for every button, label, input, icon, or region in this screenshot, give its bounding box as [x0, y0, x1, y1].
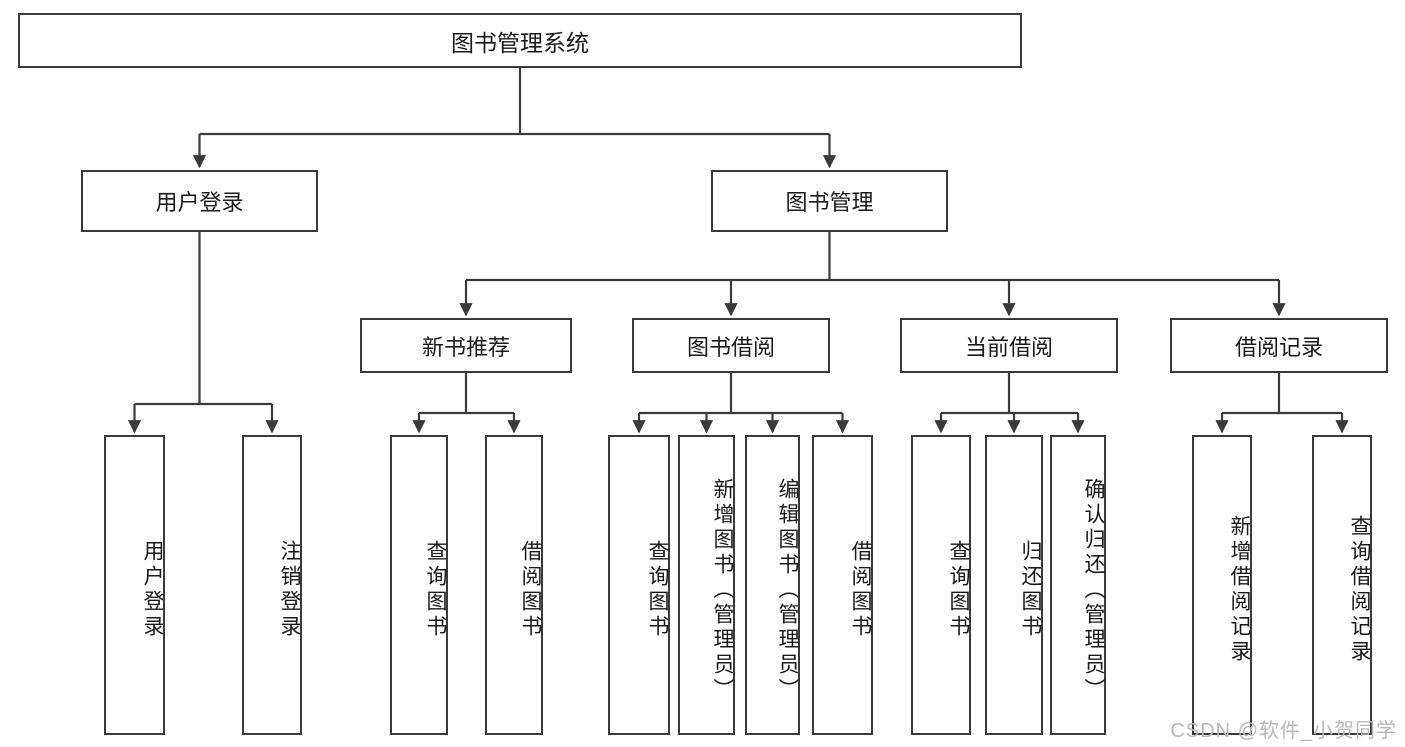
node-book-borrow[interactable]: 图书借阅 [632, 318, 830, 373]
node-leaf-query-book-brw-label: 查询图书 [646, 540, 669, 640]
node-user-login[interactable]: 用户登录 [81, 170, 318, 232]
node-leaf-confirm-return-label: 确认归还（管理员） [1082, 477, 1105, 703]
node-leaf-query-book-brw[interactable]: 查询图书 [608, 435, 670, 735]
node-leaf-user-login[interactable]: 用户登录 [104, 435, 165, 735]
node-new-book-recommend-label: 新书推荐 [421, 334, 510, 360]
node-current-borrow[interactable]: 当前借阅 [900, 318, 1118, 373]
node-leaf-confirm-return[interactable]: 确认归还（管理员） [1050, 435, 1106, 735]
node-current-borrow-label: 当前借阅 [964, 334, 1053, 360]
node-user-login-label: 用户登录 [155, 190, 244, 215]
node-root-label: 图书管理系统 [451, 29, 589, 56]
node-leaf-add-book[interactable]: 新增图书（管理员） [678, 435, 735, 735]
node-borrow-record-label: 借阅记录 [1234, 334, 1323, 360]
node-leaf-return-book-label: 归还图书 [1019, 540, 1042, 640]
node-leaf-borrow-book-rec-label: 借阅图书 [519, 540, 542, 640]
node-leaf-return-book[interactable]: 归还图书 [985, 435, 1043, 735]
node-leaf-user-login-label: 用户登录 [141, 540, 164, 640]
node-leaf-query-book-cur[interactable]: 查询图书 [911, 435, 971, 735]
node-book-manage-label: 图书管理 [785, 190, 874, 215]
node-leaf-logout-label: 注销登录 [278, 540, 301, 640]
node-leaf-logout[interactable]: 注销登录 [242, 435, 302, 735]
node-leaf-edit-book[interactable]: 编辑图书（管理员） [745, 435, 800, 735]
node-leaf-query-book-rec-label: 查询图书 [424, 540, 447, 640]
node-borrow-record[interactable]: 借阅记录 [1170, 318, 1388, 373]
node-leaf-edit-book-label: 编辑图书（管理员） [776, 477, 799, 703]
node-leaf-add-book-label: 新增图书（管理员） [711, 477, 734, 703]
node-leaf-borrow-book-rec[interactable]: 借阅图书 [485, 435, 543, 735]
node-leaf-borrow-book-brw[interactable]: 借阅图书 [812, 435, 873, 735]
watermark-text: CSDN @软件_小贺同学 [1170, 720, 1397, 742]
node-new-book-recommend[interactable]: 新书推荐 [360, 318, 572, 373]
node-leaf-query-book-rec[interactable]: 查询图书 [390, 435, 448, 735]
node-leaf-add-borrow-record[interactable]: 新增借阅记录 [1192, 435, 1252, 735]
node-leaf-query-borrow-record[interactable]: 查询借阅记录 [1312, 435, 1372, 735]
node-leaf-query-borrow-record-label: 查询借阅记录 [1348, 515, 1371, 665]
node-leaf-add-borrow-record-label: 新增借阅记录 [1228, 515, 1251, 665]
node-leaf-borrow-book-brw-label: 借阅图书 [849, 540, 872, 640]
node-book-manage[interactable]: 图书管理 [711, 170, 948, 232]
node-root[interactable]: 图书管理系统 [18, 13, 1022, 68]
node-book-borrow-label: 图书借阅 [686, 334, 775, 360]
node-leaf-query-book-cur-label: 查询图书 [947, 540, 970, 640]
